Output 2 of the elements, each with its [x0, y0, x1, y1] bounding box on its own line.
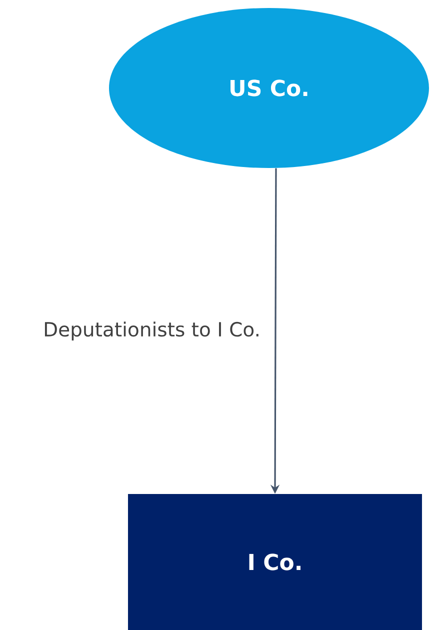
company-box: I Co. [128, 494, 422, 630]
edge-label: Deputationists to I Co. [44, 322, 258, 340]
